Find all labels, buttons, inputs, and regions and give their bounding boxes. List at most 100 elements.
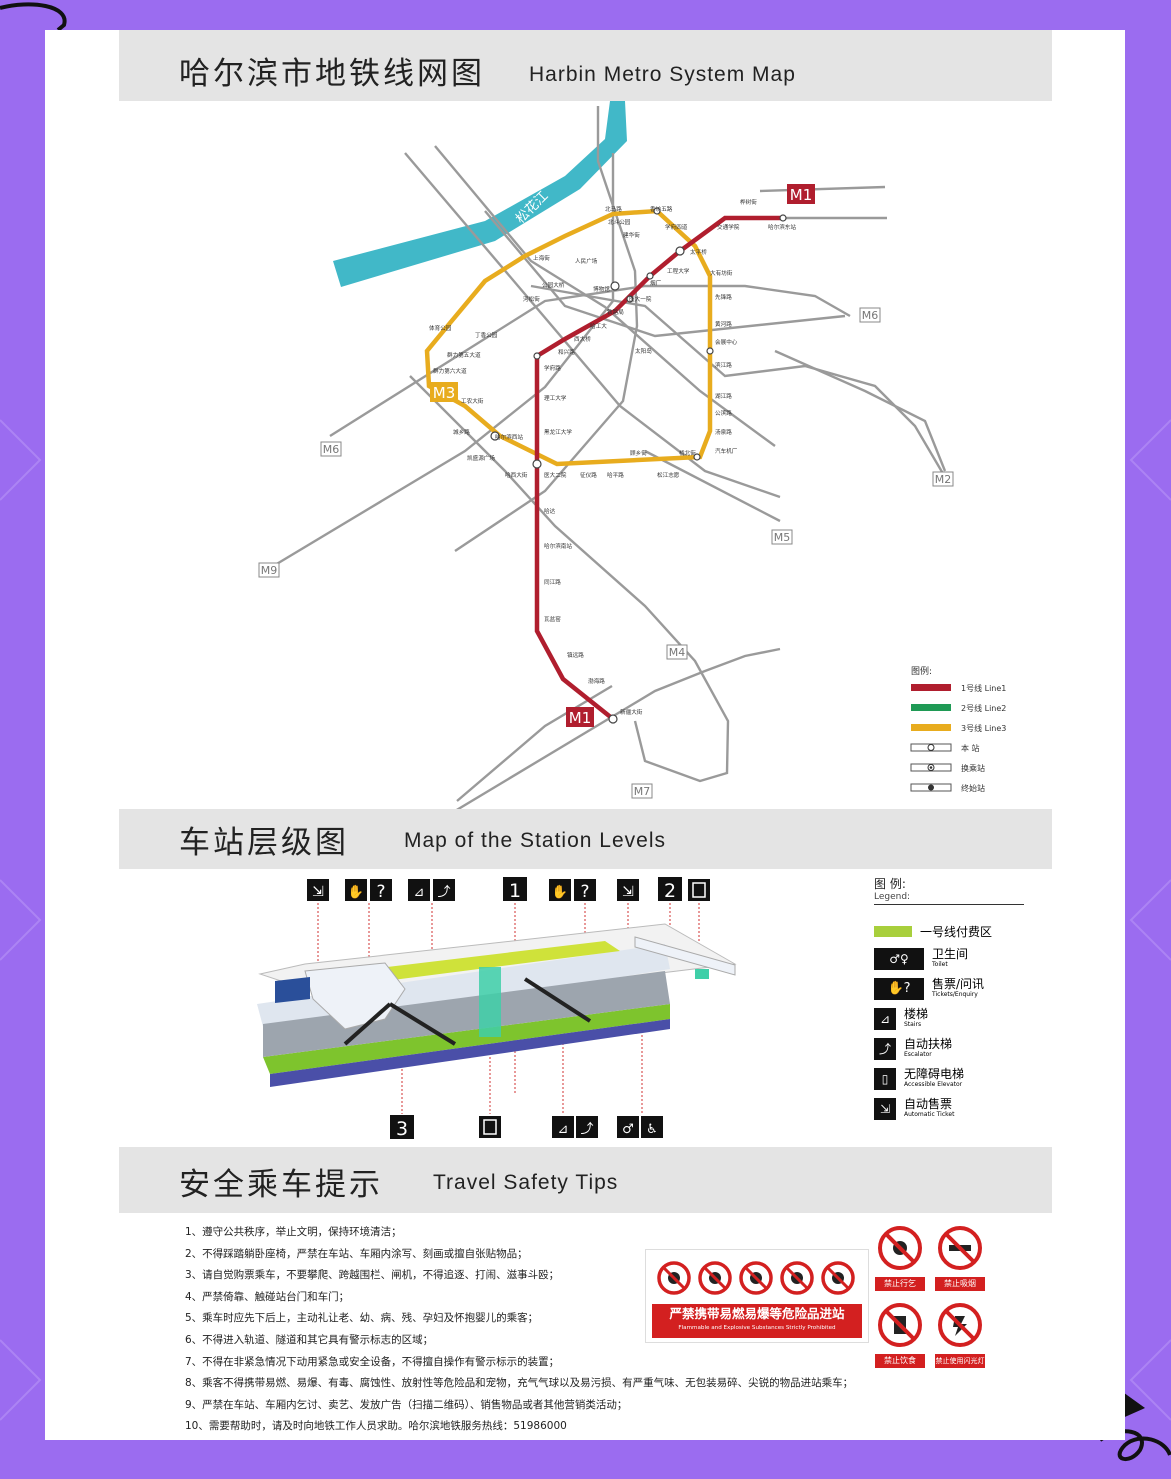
svg-text:西大桥: 西大桥: [574, 335, 591, 343]
header-metro-map-en: Harbin Metro System Map: [529, 63, 796, 86]
toilet-icon: ♂: [622, 1122, 634, 1137]
svg-text:换乘站: 换乘站: [961, 763, 985, 773]
sign-no-begging: 禁止行乞: [875, 1223, 925, 1293]
svg-text:凯盛源广场: 凯盛源广场: [467, 454, 495, 462]
stairs-label-en: Stairs: [904, 1021, 922, 1028]
svg-text:图例:: 图例:: [911, 665, 932, 677]
escalator-icon-2: ⤴: [580, 1122, 593, 1137]
safety-tips-list: 1、遵守公共秩序，举止文明，保持环境清洁； 2、不得踩踏躺卧座椅，严禁在车站、车…: [185, 1222, 1025, 1438]
header-metro-map: 哈尔滨市地铁线网图 Harbin Metro System Map: [119, 30, 1052, 101]
svg-text:工程大学: 工程大学: [667, 267, 690, 275]
sign-no-flash-label: 禁止使用闪光灯: [935, 1354, 985, 1368]
header-safety: 安全乘车提示 Travel Safety Tips: [119, 1147, 1052, 1213]
m1-bottom-badge: M1: [566, 707, 594, 727]
svg-text:哈尔滨南站: 哈尔滨南站: [544, 542, 572, 550]
banner-zh: 严禁携带易燃易爆等危险品进站: [669, 1306, 845, 1321]
stairs-label: 楼梯: [904, 1007, 929, 1021]
hazard-icons: [657, 1261, 855, 1295]
ticket-machine-icon: ⇲: [312, 884, 324, 900]
m5-label: M5: [774, 531, 791, 544]
header-station-levels: 车站层级图 Map of the Station Levels: [119, 809, 1052, 869]
svg-text:群力第六大道: 群力第六大道: [433, 367, 467, 375]
toilet-legend-icon: ♂♀: [874, 948, 924, 970]
svg-text:香坊五路: 香坊五路: [650, 205, 673, 213]
station-names: 桦树街 交通学院 哈尔滨东站 太平桥 工程大学 烟厂 大有坊街 博物馆 医大一院…: [429, 198, 796, 716]
svg-text:群力第五大道: 群力第五大道: [447, 351, 481, 359]
top-icon-row: ⇲ ✋ ? ⊿ ⤴ 1 ✋ ? ⇲ 2: [307, 877, 710, 902]
svg-text:新疆大街: 新疆大街: [620, 708, 643, 716]
ticket-machine-icon-2: ⇲: [622, 884, 634, 900]
tip-item: 1、遵守公共秩序，举止文明，保持环境清洁；: [185, 1226, 402, 1238]
m3-badge: M3: [430, 382, 458, 402]
escalator-icon: ⤴: [437, 885, 450, 900]
sign-no-flash: 禁止使用闪光灯: [935, 1300, 985, 1370]
tip-item: 9、严禁在车站、车厢内乞讨、卖艺、发放广告（扫描二维码）、销售物品或者其他营销类…: [185, 1398, 628, 1411]
m6-left-label: M6: [323, 443, 340, 456]
ticket-label-en: Tickets/Enquiry: [932, 991, 978, 998]
planned-lines: [259, 106, 947, 811]
svg-text:交通学院: 交通学院: [717, 223, 740, 231]
stairs-icon: ⊿: [414, 885, 425, 900]
svg-text:北马路: 北马路: [605, 205, 622, 213]
sign-no-smoking: 禁止吸烟: [935, 1223, 985, 1293]
toilet-label: 卫生间: [932, 947, 969, 961]
svg-text:学府四道: 学府四道: [665, 223, 688, 231]
machine-label: 自动售票: [904, 1097, 953, 1111]
ticket-label: 售票/问讯: [932, 977, 985, 991]
toilet-label-en: Toilet: [932, 961, 948, 968]
sign-no-begging-label: 禁止行乞: [875, 1277, 925, 1291]
svg-text:哈尔滨东站: 哈尔滨东站: [768, 223, 796, 231]
svg-text:汽车机厂: 汽车机厂: [715, 447, 738, 455]
tip-item: 2、不得踩踏躺卧座椅，严禁在车站、车厢内涂写、刻画或擅自张贴物品；: [185, 1247, 528, 1260]
metro-map: 松花江: [258, 101, 1006, 811]
svg-text:哈平路: 哈平路: [607, 471, 624, 479]
elevator-label: 无障碍电梯: [904, 1067, 965, 1081]
escalator-label: 自动扶梯: [904, 1037, 953, 1051]
svg-text:工农大街: 工农大街: [461, 397, 484, 405]
svg-text:桦树街: 桦树街: [740, 198, 757, 206]
svg-text:先锋路: 先锋路: [715, 293, 732, 301]
header-safety-zh: 安全乘车提示: [179, 1167, 383, 1203]
line3-track: [424, 208, 713, 467]
accessible-toilet-icon: ♿: [646, 1122, 658, 1137]
svg-text:M1: M1: [569, 709, 592, 727]
svg-text:终始站: 终始站: [961, 783, 985, 793]
sign-no-eating: 禁止饮食: [875, 1300, 925, 1370]
svg-text:桥北街: 桥北街: [679, 449, 696, 457]
header-metro-map-zh: 哈尔滨市地铁线网图: [179, 56, 485, 92]
svg-text:3号线 Line3: 3号线 Line3: [961, 723, 1006, 733]
levels-legend-title-en: Legend:: [874, 892, 1024, 905]
svg-text:博物馆: 博物馆: [593, 285, 610, 293]
svg-text:汤泉路: 汤泉路: [715, 428, 732, 436]
tip-item: 7、不得在非紧急情况下动用紧急或安全设备，不得擅自操作有警示标示的装置；: [185, 1355, 560, 1368]
poster: 哈尔滨市地铁线网图 Harbin Metro System Map 松花江: [45, 30, 1125, 1440]
hazard-banner: 严禁携带易燃易爆等危险品进站 Flammable and Explosive S…: [645, 1249, 869, 1343]
sign-no-smoking-label: 禁止吸烟: [935, 1277, 985, 1291]
svg-text:湖江路: 湖江路: [715, 392, 732, 400]
svg-text:哈工大: 哈工大: [590, 322, 607, 330]
m1-top-badge: M1: [787, 184, 815, 204]
enquiry-icon: ?: [376, 882, 385, 902]
svg-text:河松街: 河松街: [523, 295, 540, 303]
svg-text:铁路局: 铁路局: [607, 308, 624, 316]
elevator-label-en: Accessible Elevator: [904, 1081, 963, 1088]
tip-item: 10、需要帮助时，请及时向地铁工作人员求助。哈尔滨地铁服务热线：51986000: [185, 1420, 567, 1433]
m4-label: M4: [669, 646, 686, 659]
svg-text:大有坊街: 大有坊街: [710, 269, 733, 277]
escalator-label-en: Escalator: [904, 1051, 932, 1058]
svg-text:M1: M1: [790, 186, 813, 204]
svg-text:本 站: 本 站: [961, 743, 980, 753]
bottom-icon-row: 3 ⊿ ⤴ ♂ ♿: [390, 1115, 663, 1140]
svg-text:会展中心: 会展中心: [715, 338, 738, 346]
stairs-legend-icon: ⊿: [874, 1008, 896, 1030]
paid-zone: [370, 941, 620, 981]
elevator-legend-icon: ▯: [874, 1068, 896, 1090]
svg-text:体育公园: 体育公园: [429, 324, 452, 332]
svg-text:黑龙江大学: 黑龙江大学: [544, 428, 572, 436]
header-station-levels-en: Map of the Station Levels: [404, 829, 666, 852]
svg-text:建华街: 建华街: [623, 231, 640, 239]
svg-text:北斗公园: 北斗公园: [608, 218, 631, 226]
tip-item: 4、严禁倚靠、触碰站台门和车门；: [185, 1290, 350, 1303]
ticket-legend-icon: ✋?: [874, 978, 924, 1000]
